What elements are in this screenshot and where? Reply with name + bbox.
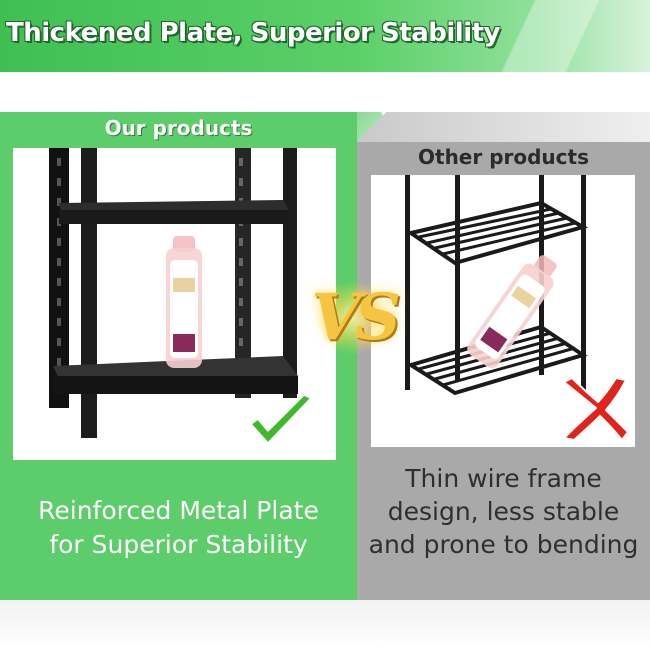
other-products-caption-line2: design, less stable — [387, 497, 620, 526]
wire-shelf-illustration — [405, 175, 589, 396]
our-products-caption-line1: Reinforced Metal Plate — [38, 496, 319, 525]
our-products-image — [13, 148, 336, 460]
bottom-strip — [0, 600, 650, 650]
other-products-caption-line1: Thin wire frame — [405, 464, 602, 493]
x-icon — [556, 374, 630, 444]
other-products-caption-line3: and prone to bending — [368, 530, 639, 559]
vs-emblem: VS — [298, 268, 408, 368]
check-icon — [246, 392, 316, 452]
metal-shelf-illustration — [49, 148, 298, 438]
vs-glow — [318, 278, 388, 358]
other-products-header-fade — [357, 112, 650, 142]
our-products-caption-line2: for Superior Stability — [49, 530, 308, 559]
our-products-caption: Reinforced Metal Plate for Superior Stab… — [0, 494, 357, 562]
header-banner: Thickened Plate, Superior Stability — [0, 0, 650, 72]
other-products-caption: Thin wire frame design, less stable and … — [357, 462, 650, 561]
vs-label: VS — [311, 280, 401, 355]
banner-decoration — [470, 0, 650, 72]
banner-title: Thickened Plate, Superior Stability — [6, 18, 500, 48]
other-products-image — [371, 175, 635, 447]
other-products-heading: Other products — [418, 145, 589, 169]
our-products-heading: Our products — [104, 116, 253, 140]
